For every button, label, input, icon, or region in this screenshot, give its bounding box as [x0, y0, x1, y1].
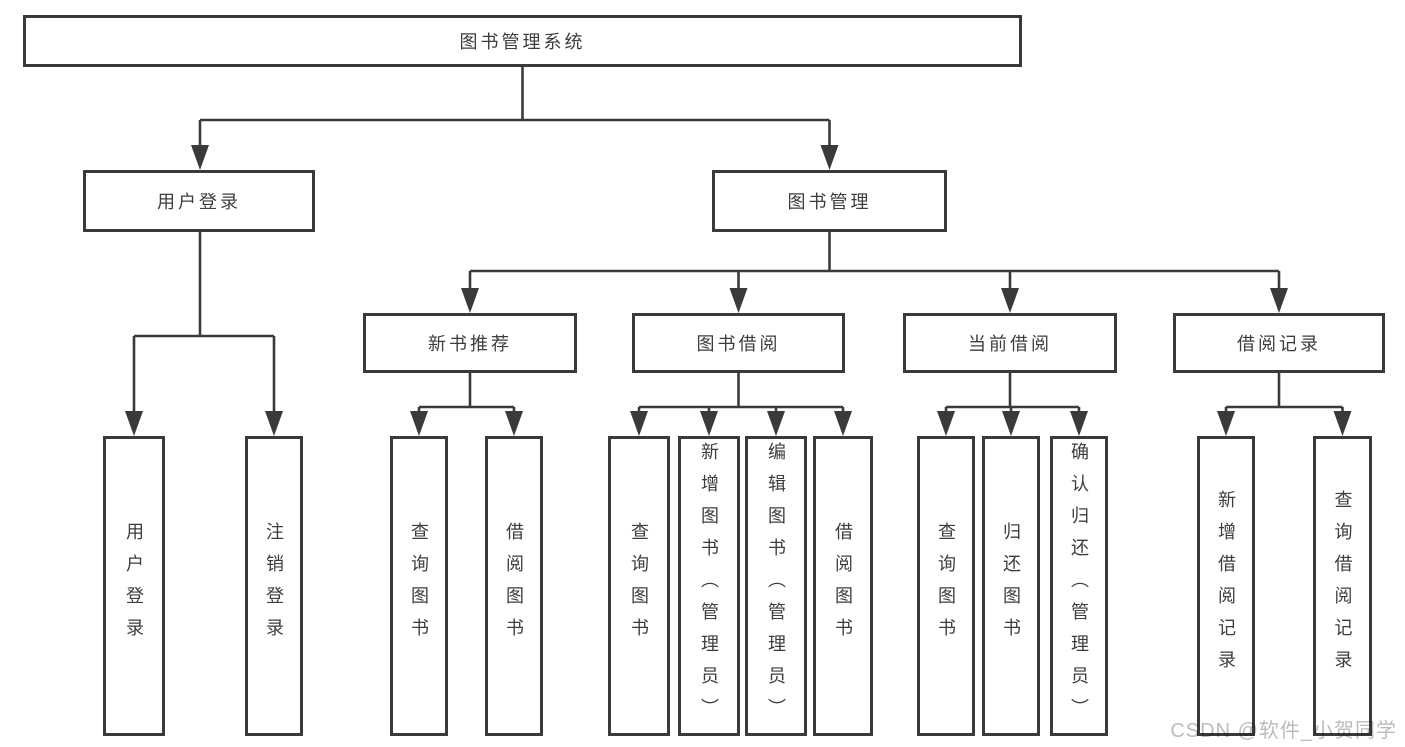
leaf-logout-label: 注销登录: [264, 522, 284, 650]
arrow-head-icon: [834, 411, 852, 436]
node-user-login-label: 用户登录: [157, 192, 241, 212]
node-new-book-recommendation-label: 新书推荐: [428, 334, 512, 354]
leaf-return-books: 归还图书: [982, 436, 1040, 736]
arrow-head-icon: [767, 411, 785, 436]
leaf-query-books-recommend-label: 查询图书: [409, 522, 429, 650]
node-new-book-recommendation: 新书推荐: [363, 313, 577, 373]
connector-user-login-to-leaves: [134, 232, 274, 338]
leaf-query-books-current: 查询图书: [917, 436, 975, 736]
arrow-head-icon: [729, 288, 748, 313]
node-book-borrowing-label: 图书借阅: [696, 334, 781, 354]
watermark: CSDN @软件_小贺同学: [1170, 720, 1397, 742]
connector-root-to-level2: [200, 67, 830, 122]
arrow-head-icon: [1070, 411, 1088, 436]
arrow-head-icon: [191, 145, 209, 170]
connector-current-to-leaves: [946, 373, 1079, 409]
leaf-borrow-books-borrowing-label: 借阅图书: [833, 522, 853, 650]
leaf-add-borrow-record-label: 新增借阅记录: [1216, 490, 1236, 682]
connector-borrowing-to-leaves: [639, 373, 843, 409]
leaf-add-borrow-record: 新增借阅记录: [1197, 436, 1255, 736]
arrow-head-icon: [1270, 288, 1288, 313]
connector-book-management-to-level3: [470, 232, 1279, 273]
leaf-query-books-current-label: 查询图书: [936, 522, 956, 650]
arrow-head-icon: [410, 411, 428, 436]
leaf-return-books-label: 归还图书: [1001, 522, 1021, 650]
leaf-borrow-books-borrowing: 借阅图书: [813, 436, 873, 736]
node-current-borrowing: 当前借阅: [903, 313, 1117, 373]
arrow-head-icon: [820, 145, 839, 170]
leaf-query-borrow-record-label: 查询借阅记录: [1332, 490, 1353, 682]
arrow-head-icon: [937, 411, 955, 436]
arrow-head-icon: [265, 411, 283, 436]
connector-records-to-leaves: [1226, 373, 1343, 409]
arrow-head-icon: [505, 411, 523, 436]
node-user-login: 用户登录: [83, 170, 315, 232]
leaf-logout: 注销登录: [245, 436, 303, 736]
leaf-add-book-admin-label: 新增图书（管理员）: [699, 442, 719, 730]
arrow-head-icon: [125, 411, 143, 436]
arrow-head-icon: [700, 411, 718, 436]
leaf-borrow-books-recommend-label: 借阅图书: [504, 522, 524, 650]
leaf-query-borrow-record: 查询借阅记录: [1313, 436, 1372, 736]
leaf-confirm-return-admin: 确认归还（管理员）: [1050, 436, 1108, 736]
node-book-borrowing: 图书借阅: [632, 313, 845, 373]
leaf-user-login-label: 用户登录: [124, 522, 144, 650]
leaf-edit-book-admin: 编辑图书（管理员）: [745, 436, 807, 736]
leaf-user-login: 用户登录: [103, 436, 165, 736]
arrow-head-icon: [1217, 411, 1235, 436]
arrow-head-icon: [630, 411, 648, 436]
leaf-edit-book-admin-label: 编辑图书（管理员）: [766, 442, 786, 730]
leaf-query-books-recommend: 查询图书: [390, 436, 448, 736]
leaf-confirm-return-admin-label: 确认归还（管理员）: [1069, 442, 1089, 730]
leaf-add-book-admin: 新增图书（管理员）: [678, 436, 740, 736]
leaf-query-books-borrowing: 查询图书: [608, 436, 670, 736]
arrow-head-icon: [1001, 288, 1019, 313]
node-book-management-label: 图书管理: [787, 192, 872, 212]
node-current-borrowing-label: 当前借阅: [968, 334, 1052, 354]
leaf-borrow-books-recommend: 借阅图书: [485, 436, 543, 736]
arrow-head-icon: [1002, 411, 1020, 436]
node-borrowing-records: 借阅记录: [1173, 313, 1385, 373]
node-book-management: 图书管理: [712, 170, 947, 232]
leaf-query-books-borrowing-label: 查询图书: [629, 522, 649, 650]
arrow-head-icon: [1333, 411, 1352, 436]
node-root: 图书管理系统: [23, 15, 1022, 67]
node-borrowing-records-label: 借阅记录: [1237, 334, 1321, 354]
connector-recommend-to-leaves: [419, 373, 514, 409]
arrow-head-icon: [461, 288, 479, 313]
node-root-label: 图书管理系统: [459, 32, 586, 52]
